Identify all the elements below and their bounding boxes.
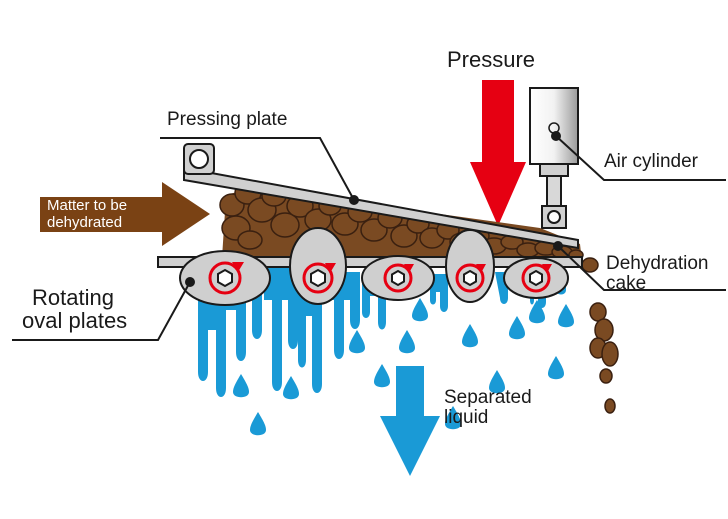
dehydration-cake-label: Dehydration cake [606,254,708,294]
matter-arrow [40,182,210,246]
matter-label: Matter to be dehydrated [47,197,128,231]
matter-label-line1: Matter to be [47,197,128,214]
air-cylinder [529,87,579,229]
separated-line1: Separated [444,387,532,408]
rotating-line2: oval plates [22,308,128,334]
separated-liquid-label: Separated liquid [444,388,532,428]
pressing-plate [183,143,579,250]
pressure-label: Pressure [447,47,536,72]
dehydration-cake-leader [557,245,726,291]
separated-line2: liquid [444,406,489,428]
dehydration-cake-line2: cake [606,272,647,294]
rotating-plates-leader [12,281,191,341]
leader-lines [12,131,726,341]
pressing-plate-leader [160,137,355,201]
matter-label-line2: dehydrated [47,213,123,231]
oval-plate-1 [179,250,271,306]
air-cylinder-label: Air cylinder [604,151,698,172]
pressing-plate-label: Pressing plate [167,109,288,130]
rotating-oval-plates [179,227,569,306]
air-cylinder-leader [555,135,726,181]
oval-plate-5 [503,257,569,299]
oval-plate-2 [289,227,347,305]
oval-plate-3 [361,255,435,301]
rotating-oval-plates-label: Rotating oval plates [22,286,127,332]
dehydration-cake-clumps [581,257,619,414]
pressure-arrow [470,80,526,226]
dehydration-cake-line1: Dehydration [606,253,709,274]
rotating-line1: Rotating [32,285,114,310]
separated-liquid-arrow [380,366,440,476]
oval-plate-4 [445,229,495,303]
